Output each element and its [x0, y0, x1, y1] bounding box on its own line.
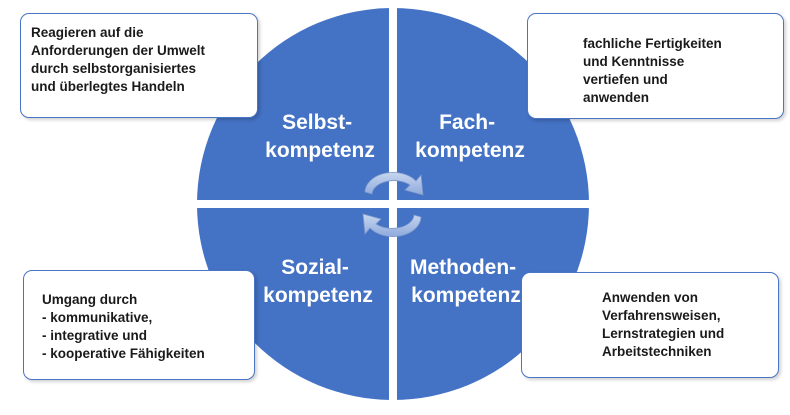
quadrant-methodenkompetenz	[393, 204, 589, 400]
description-box-selbstkompetenz: Reagieren auf die Anforderungen der Umwe…	[20, 13, 258, 118]
description-text: Anwenden von Verfahrensweisen, Lernstrat…	[602, 290, 725, 359]
quadrant-fachkompetenz	[393, 8, 589, 204]
arrow-bottom-icon	[362, 213, 422, 237]
description-text: fachliche Fertigkeiten und Kenntnisse ve…	[583, 36, 722, 105]
circular-arrows-icon	[362, 172, 424, 237]
label-selbstkompetenz: Selbst- kompetenz	[265, 111, 375, 162]
label-fachkompetenz: Fach- kompetenz	[415, 111, 525, 162]
arrow-top-icon	[364, 172, 424, 196]
description-box-methodenkompetenz: Anwenden von Verfahrensweisen, Lernstrat…	[521, 272, 779, 378]
label-methodenkompetenz: Methoden- kompetenz	[410, 256, 522, 307]
description-text: Reagieren auf die Anforderungen der Umwe…	[31, 25, 206, 94]
quadrant-selbstkompetenz	[197, 8, 393, 204]
description-box-fachkompetenz: fachliche Fertigkeiten und Kenntnisse ve…	[527, 13, 784, 119]
quadrant-sozialkompetenz	[197, 204, 393, 400]
description-text: Umgang durch - kommunikative, - integrat…	[42, 292, 205, 361]
horizontal-separator	[190, 200, 600, 208]
label-sozialkompetenz: Sozial- kompetenz	[263, 256, 373, 307]
description-box-sozialkompetenz: Umgang durch - kommunikative, - integrat…	[23, 270, 255, 380]
